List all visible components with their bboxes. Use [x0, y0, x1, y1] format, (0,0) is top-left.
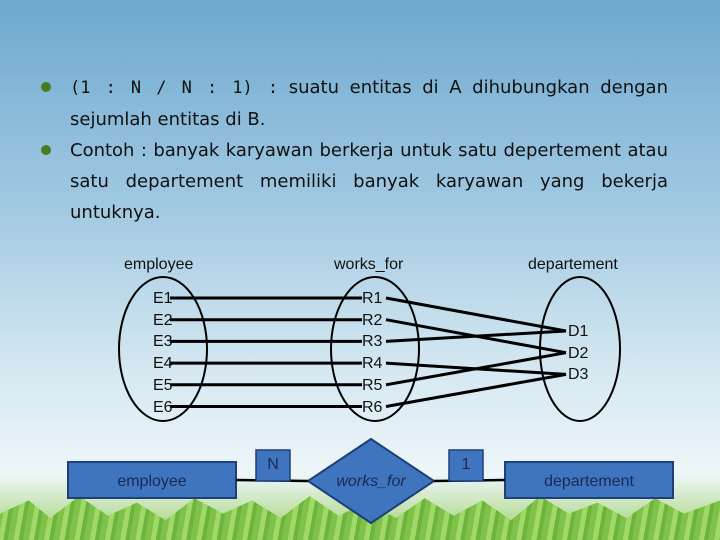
- works-for-set-ellipse: [330, 276, 420, 422]
- employee-entity-label: employee: [117, 473, 187, 490]
- employee-item: E2: [153, 311, 173, 329]
- department-item: D3: [568, 366, 589, 384]
- employee-set-header: employee: [124, 256, 194, 273]
- cardinality-n-box: [255, 449, 291, 482]
- cardinality-1-box: [448, 449, 484, 482]
- departement-set-header: departement: [528, 256, 618, 273]
- bullet-text: suatu entitas di A dihubungkan dengan se…: [70, 77, 668, 130]
- departement-entity-label: departement: [544, 473, 634, 490]
- relation-item: R5: [362, 376, 383, 394]
- works-for-relationship-label: works_for: [336, 473, 406, 490]
- bullet-dot-icon: [41, 82, 51, 92]
- employee-entity-box: [67, 461, 237, 499]
- works-for-set-header: works_for: [334, 256, 404, 273]
- cardinality-n-label: N: [267, 456, 279, 473]
- employee-item: E4: [153, 355, 173, 373]
- employee-item: E3: [153, 333, 173, 351]
- relation-department-link: [385, 296, 567, 333]
- employee-item: E1: [153, 290, 173, 307]
- bullet-text: Contoh : banyak karyawan berkerja untuk …: [70, 140, 668, 223]
- department-item: D1: [568, 323, 589, 340]
- bullet-list: (1 : N / N : 1) : suatu entitas di A dih…: [40, 72, 668, 228]
- cardinality-1-label: 1: [461, 456, 471, 473]
- relation-department-link: [385, 329, 567, 343]
- relation-item: R1: [362, 290, 383, 307]
- relation-item: R2: [362, 311, 383, 329]
- relation-item: R3: [362, 333, 383, 351]
- bullet-dot-icon: [41, 145, 51, 155]
- employee-item: E5: [153, 376, 173, 394]
- bullet-item-1: (1 : N / N : 1) : suatu entitas di A dih…: [40, 72, 668, 135]
- relation-item: R6: [362, 398, 383, 416]
- relation-department-link: [385, 372, 567, 408]
- relation-department-link: [385, 351, 567, 387]
- bullet-notation: (1 : N / N : 1) :: [70, 78, 279, 98]
- department-item: D2: [568, 344, 589, 362]
- relation-item: R4: [362, 355, 383, 373]
- employee-set-ellipse: [118, 276, 208, 422]
- employee-item: E6: [153, 398, 173, 416]
- works-for-relationship-diamond: [306, 437, 436, 525]
- bullet-item-2: Contoh : banyak karyawan berkerja untuk …: [40, 135, 668, 228]
